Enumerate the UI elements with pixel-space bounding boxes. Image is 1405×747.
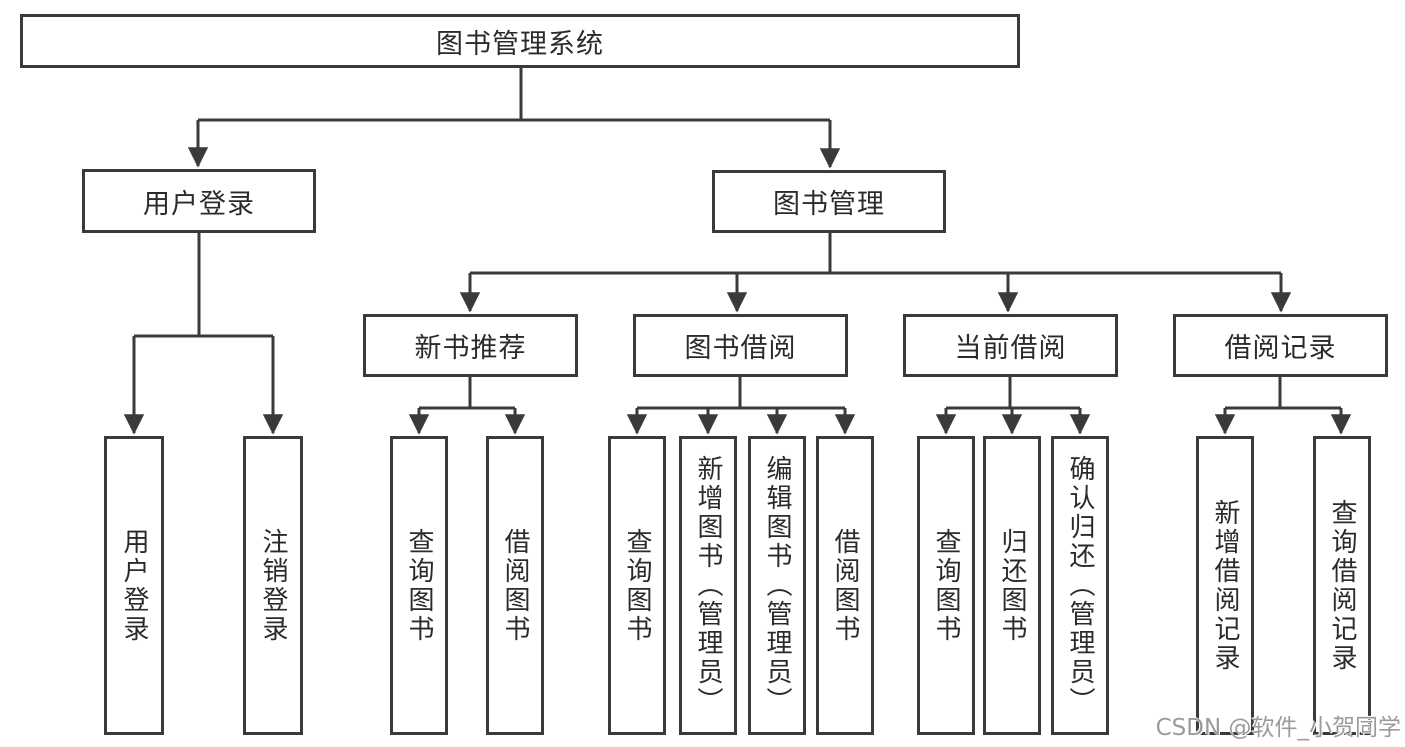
leaf-return-book: 归还图书 [983,436,1041,735]
leaf-confirm-return-admin: 确认归还（管理员） [1051,436,1109,735]
leaf-borrow-book-label: 借阅图书 [830,527,860,644]
node-user-login-label: 用户登录 [143,188,255,220]
leaf-borrow-query-book-label: 查询图书 [622,527,652,644]
leaf-current-query-book-label: 查询图书 [931,527,961,644]
leaf-edit-book-admin: 编辑图书（管理员） [748,436,806,735]
leaf-logout: 注销登录 [243,436,303,735]
leaf-user-login-label: 用户登录 [119,527,149,644]
node-user-login: 用户登录 [82,169,316,233]
node-borrow-record-label: 借阅记录 [1224,333,1337,364]
leaf-recommend-borrow-book: 借阅图书 [486,436,544,735]
node-current-borrow-label: 当前借阅 [954,333,1067,364]
node-book-borrow: 图书借阅 [633,314,848,377]
node-root-label: 图书管理系统 [436,28,604,60]
leaf-borrow-query-book: 查询图书 [608,436,666,735]
node-book-borrow-label: 图书借阅 [684,333,797,364]
leaf-add-borrow-record: 新增借阅记录 [1196,436,1254,735]
node-new-book-recommend: 新书推荐 [363,314,578,377]
node-book-management-label: 图书管理 [773,189,885,220]
leaf-logout-label: 注销登录 [258,527,288,644]
leaf-current-query-book: 查询图书 [917,436,975,735]
leaf-recommend-query-book: 查询图书 [390,436,448,735]
node-current-borrow: 当前借阅 [903,314,1118,377]
node-borrow-record: 借阅记录 [1173,314,1388,377]
leaf-confirm-return-admin-label: 确认归还（管理员） [1065,455,1095,716]
node-book-management: 图书管理 [712,170,946,233]
node-new-book-recommend-label: 新书推荐 [414,333,527,364]
leaf-recommend-borrow-book-label: 借阅图书 [500,527,530,644]
leaf-user-login: 用户登录 [104,436,164,735]
leaf-add-book-admin: 新增图书（管理员） [679,436,737,735]
leaf-edit-book-admin-label: 编辑图书（管理员） [762,455,792,716]
leaf-query-borrow-record-label: 查询借阅记录 [1327,498,1357,673]
leaf-recommend-query-book-label: 查询图书 [404,527,434,644]
leaf-add-book-admin-label: 新增图书（管理员） [693,455,723,716]
leaf-borrow-book: 借阅图书 [816,436,874,735]
leaf-query-borrow-record: 查询借阅记录 [1313,436,1371,735]
node-root: 图书管理系统 [20,14,1020,68]
leaf-add-borrow-record-label: 新增借阅记录 [1210,498,1240,673]
leaf-return-book-label: 归还图书 [997,527,1027,644]
